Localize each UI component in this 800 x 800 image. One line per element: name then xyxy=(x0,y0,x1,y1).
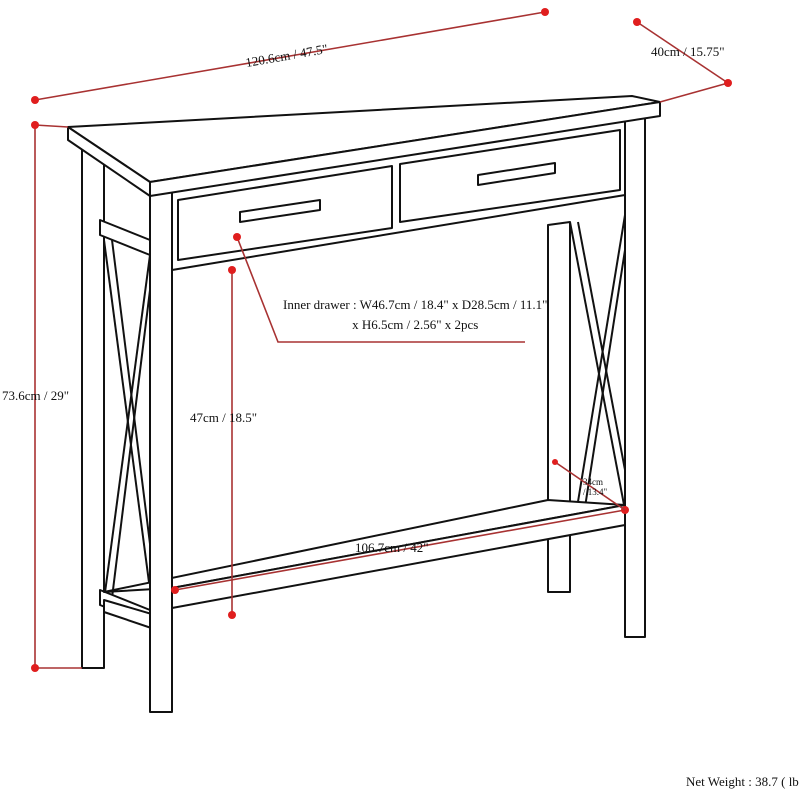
front-left-leg xyxy=(149,187,173,713)
net-weight-label: Net Weight : 38.7 ( lb ) xyxy=(686,774,800,789)
width-dimension-line xyxy=(31,8,549,104)
left-x-brace xyxy=(99,219,153,626)
height-label: 73.6cm / 29" xyxy=(2,388,70,403)
shelf-depth-dimension-line xyxy=(552,459,626,511)
inner-drawer-leader-line xyxy=(233,233,525,343)
front-right-leg xyxy=(624,111,646,638)
left-drawer-handle xyxy=(239,199,321,223)
shelf-depth-label-line2: / 13.4" xyxy=(583,487,608,497)
inner-drawer-line1: Inner drawer : W46.7cm / 18.4" x D28.5cm… xyxy=(283,297,548,312)
depth-dimension-line xyxy=(633,18,732,103)
shelf-depth-label: 34cm / 13.4" xyxy=(583,477,607,497)
table-top-side xyxy=(67,126,151,197)
inner-drawer-label: Inner drawer : W46.7cm / 18.4" x D28.5cm… xyxy=(283,295,547,335)
inner-drawer-line2: x H6.5cm / 2.56" x 2pcs xyxy=(352,317,479,332)
right-drawer-handle xyxy=(477,162,556,186)
shelf-height-dimension-line xyxy=(228,266,236,619)
height-dimension-line xyxy=(31,121,82,672)
shelf-height-label: 47cm / 18.5" xyxy=(190,410,258,425)
depth-label: 40cm / 15.75" xyxy=(651,44,725,59)
shelf-depth-label-line1: 34cm xyxy=(583,477,603,487)
shelf-width-label: 106.7cm / 42" xyxy=(355,540,429,555)
right-x-brace xyxy=(569,214,626,521)
